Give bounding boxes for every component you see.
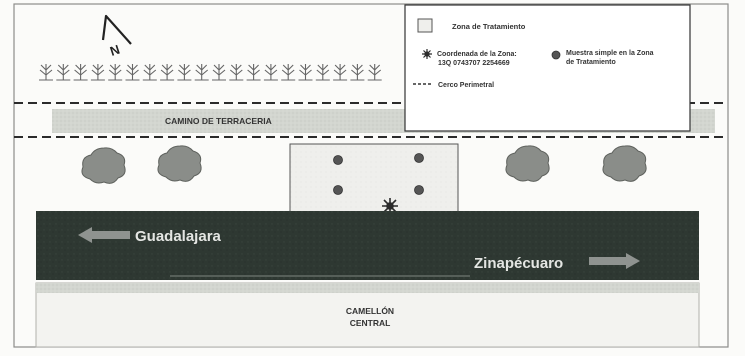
arrow-east-icon (589, 253, 640, 269)
north-label: N (108, 42, 122, 59)
plant-icon (298, 64, 313, 81)
highway (36, 211, 699, 280)
plant-icon (229, 64, 244, 81)
coordinate-legend-icon (422, 49, 432, 59)
north-arrow-icon: N (101, 14, 132, 59)
plant-icon (73, 64, 88, 81)
plant-icon (125, 64, 140, 81)
plant-icon (142, 64, 157, 81)
tree-icon (81, 147, 126, 184)
sample-dot-icon (414, 153, 424, 163)
tree-icon (157, 145, 202, 182)
central-median (35, 282, 700, 348)
arrow-west-icon (78, 227, 130, 243)
legend-perimeter: Cerco Perimetral (438, 82, 494, 89)
plant-icon (367, 64, 382, 81)
median-label-line1: CAMELLÓN (346, 305, 394, 316)
treatment-zone-swatch-icon (417, 18, 433, 33)
tree-icon (505, 145, 550, 182)
plant-icon (108, 64, 123, 81)
plant-icon (350, 64, 365, 81)
plant-icon (39, 64, 53, 81)
plant-icon (90, 64, 105, 81)
legend-coordinate-line2: 13Q 0743707 2254669 (438, 60, 510, 67)
plant-icon (194, 64, 209, 81)
legend-treatment-zone: Zona de Tratamiento (452, 22, 526, 31)
tree-group (81, 145, 647, 184)
plant-icon (263, 64, 278, 81)
legend-box (404, 4, 691, 132)
plant-icon (281, 64, 296, 81)
sample-dot-icon (333, 185, 343, 195)
tree-icon (602, 145, 647, 182)
sample-points (333, 153, 424, 195)
sample-dot-icon (333, 155, 343, 165)
plant-icon (212, 64, 226, 81)
treatment-zone (289, 143, 459, 215)
direction-west-label: Guadalajara (135, 228, 222, 245)
plant-icon (160, 64, 175, 81)
plant-icon (333, 64, 348, 81)
direction-east-label: Zinapécuaro (474, 255, 563, 272)
legend-sample-line1: Muestra simple en la Zona (566, 50, 654, 57)
median-label-line2: CENTRAL (350, 318, 391, 328)
legend: Zona de Tratamiento Coordenada de la Zon… (404, 4, 691, 132)
dirt-road-label: CAMINO DE TERRACERIA (165, 116, 272, 126)
plant-icon (177, 64, 192, 81)
legend-coordinate-line1: Coordenada de la Zona: (437, 51, 517, 58)
sample-dot-icon (414, 185, 424, 195)
sample-legend-icon (551, 50, 561, 60)
plant-icon (56, 64, 71, 81)
plant-icon (246, 64, 261, 81)
plant-icon (315, 64, 330, 81)
median-curb (36, 283, 699, 293)
coordinate-marker-icon (382, 198, 398, 214)
legend-sample-line2: de Tratamiento (566, 59, 616, 66)
plant-row (39, 64, 382, 81)
